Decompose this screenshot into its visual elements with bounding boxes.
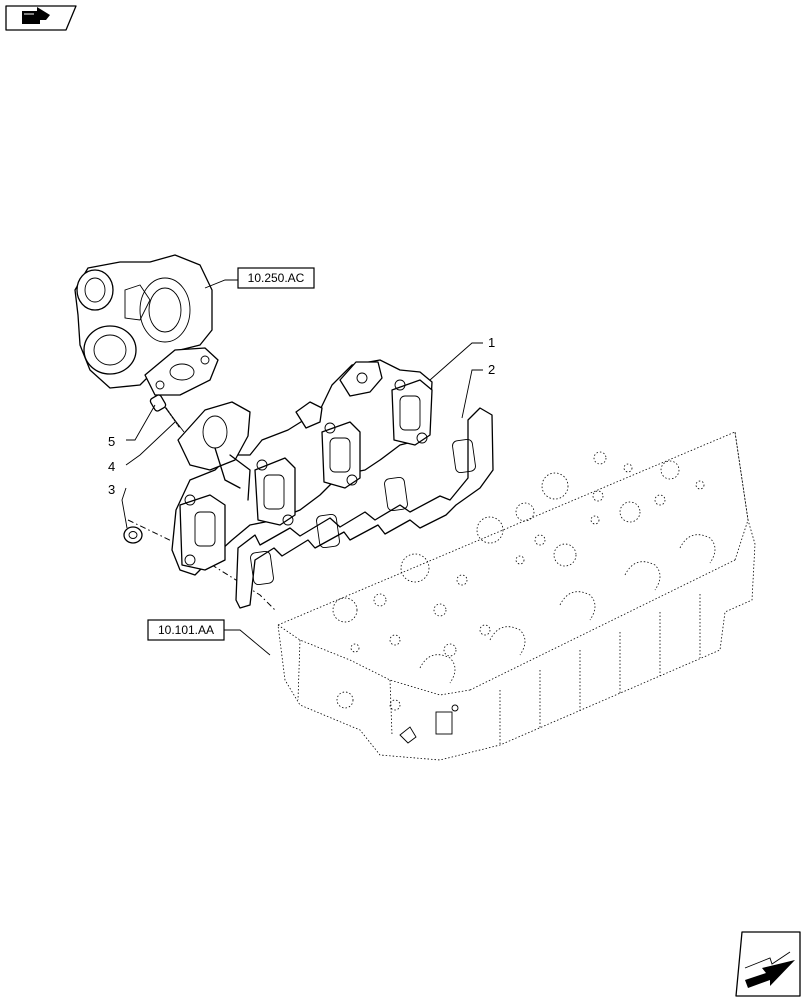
callout-3: 3	[108, 482, 115, 497]
head-holes	[332, 451, 705, 711]
turbo-reference-text: 10.250.AC	[248, 271, 305, 285]
assembly-centerline	[127, 519, 276, 611]
turbocharger	[74, 254, 219, 396]
sleeve	[149, 394, 167, 412]
next-page-arrow-icon[interactable]	[735, 931, 801, 997]
callout-5: 5	[108, 434, 115, 449]
callout-4: 4	[108, 459, 115, 474]
cylinder-head	[277, 431, 756, 761]
stud	[163, 405, 185, 433]
head-reference-text: 10.101.AA	[158, 623, 214, 637]
exhaust-gasket	[235, 407, 494, 609]
leader-lines	[121, 279, 483, 656]
callout-2: 2	[488, 362, 495, 377]
exhaust-manifold	[171, 359, 433, 576]
nut	[123, 526, 143, 544]
callout-1: 1	[488, 335, 495, 350]
turbo-reference-box[interactable]: 10.250.AC	[237, 267, 315, 289]
head-reference-box[interactable]: 10.101.AA	[147, 619, 225, 641]
book-arrow-icon[interactable]	[5, 5, 77, 31]
